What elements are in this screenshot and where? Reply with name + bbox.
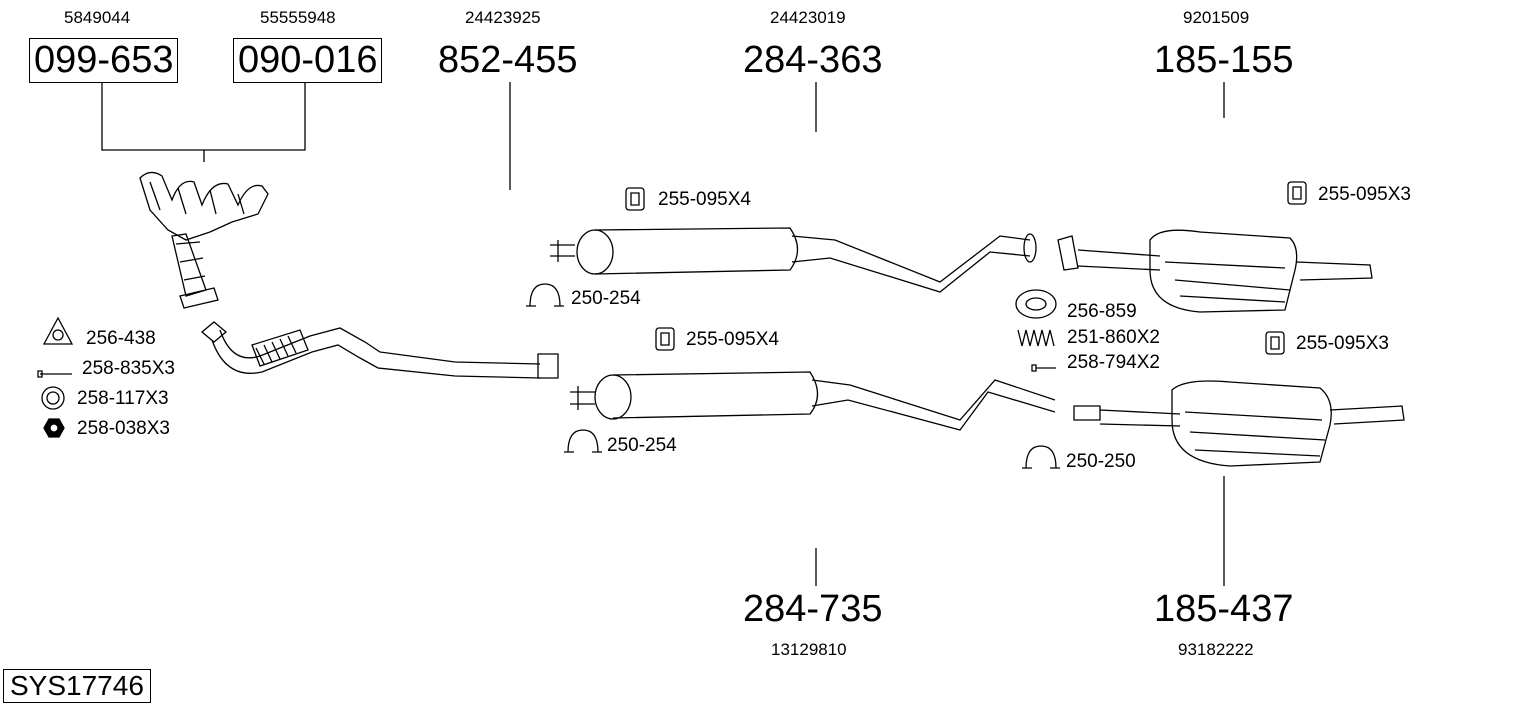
part-code[interactable]: 284-363: [743, 39, 883, 81]
front-silencer-top: [550, 228, 1036, 292]
gasket-icon: [44, 318, 72, 344]
part-code[interactable]: 185-155: [1154, 39, 1294, 81]
hanger-icon: [626, 182, 1306, 354]
hanger-label[interactable]: 255-095X3: [1318, 184, 1411, 205]
rear-silencer-bottom: [1074, 381, 1404, 466]
clamp-label[interactable]: 250-254: [571, 288, 641, 309]
front-pipe: [202, 322, 558, 378]
oem-number: 24423019: [770, 8, 846, 27]
bolt-label[interactable]: 258-835X3: [82, 358, 175, 379]
oem-number: 55555948: [260, 8, 336, 27]
washer-icon: [42, 387, 64, 409]
ring-gasket-icon: [1016, 290, 1056, 318]
system-id: SYS17746: [3, 669, 151, 703]
rear-silencer-top: [1058, 230, 1372, 312]
ring-gasket-label[interactable]: 256-859: [1067, 301, 1137, 322]
clamp-icon: [526, 284, 1060, 468]
oem-number: 13129810: [771, 640, 847, 659]
hanger-label[interactable]: 255-095X3: [1296, 333, 1389, 354]
leader-lines: [102, 82, 1224, 586]
front-silencer-bottom: [570, 372, 1055, 430]
clamp-label[interactable]: 250-254: [607, 435, 677, 456]
gasket-label[interactable]: 256-438: [86, 328, 156, 349]
oem-number: 24423925: [465, 8, 541, 27]
oem-number: 93182222: [1178, 640, 1254, 659]
washer-label[interactable]: 258-117X3: [77, 388, 169, 409]
clamp-label[interactable]: 250-250: [1066, 451, 1136, 472]
bolt-icon: [38, 371, 72, 377]
oem-number: 5849044: [64, 8, 131, 27]
hanger-label[interactable]: 255-095X4: [686, 329, 779, 350]
nut-icon: [44, 419, 64, 437]
manifold-catalyst: [140, 172, 268, 308]
spring-label[interactable]: 251-860X2: [1067, 327, 1160, 348]
hanger-label[interactable]: 255-095X4: [658, 189, 751, 210]
part-code[interactable]: 284-735: [743, 588, 883, 630]
part-code[interactable]: 185-437: [1154, 588, 1294, 630]
oem-number: 9201509: [1183, 8, 1250, 27]
part-code[interactable]: 852-455: [438, 39, 578, 81]
small-bolt-icon: [1032, 365, 1056, 371]
part-code-boxed[interactable]: 099-653: [29, 38, 179, 83]
spring-icon: [1018, 330, 1054, 346]
nut-label[interactable]: 258-038X3: [77, 418, 170, 439]
rear-bolt-label[interactable]: 258-794X2: [1067, 352, 1160, 373]
part-code-boxed[interactable]: 090-016: [233, 38, 383, 83]
